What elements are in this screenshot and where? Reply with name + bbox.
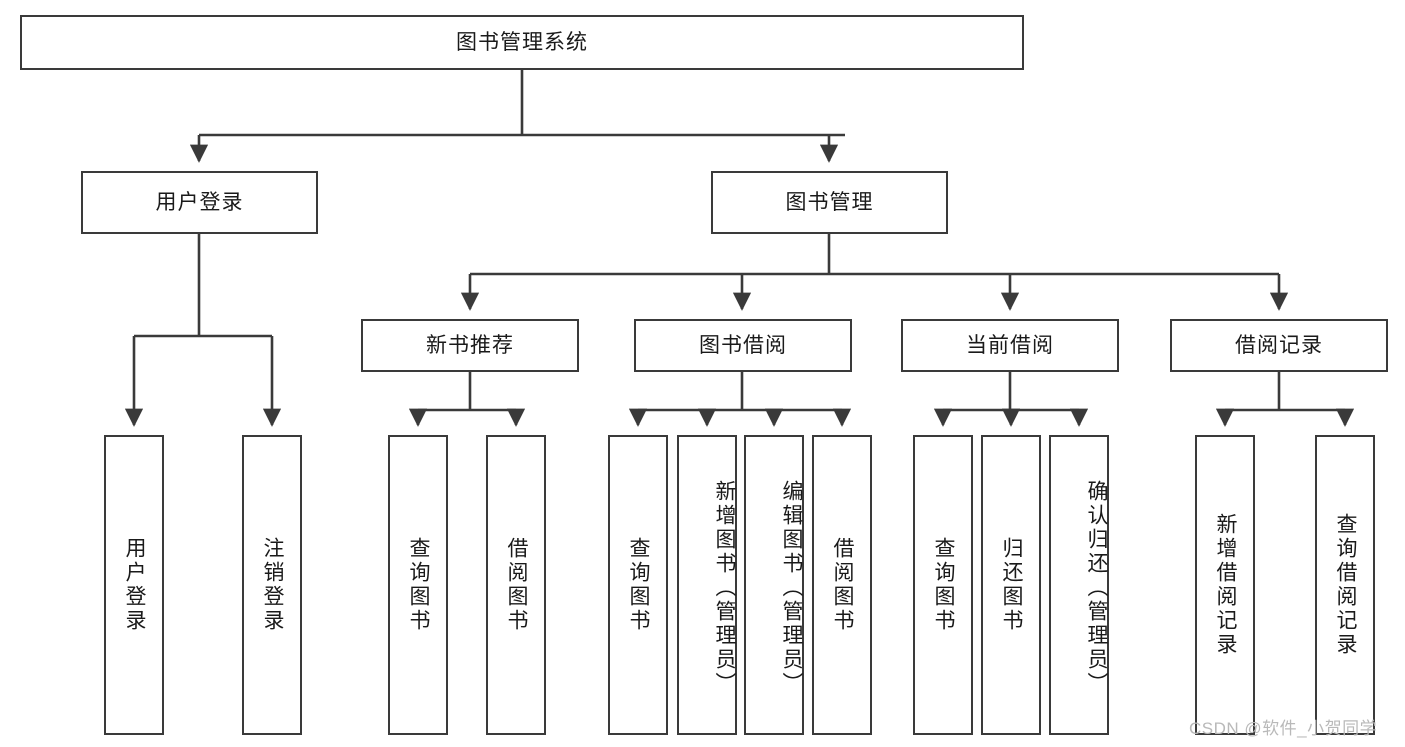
node-leaf-user-login-label: 用户登录 — [123, 537, 147, 633]
node-leaf-query-book-rec-label: 查询图书 — [407, 537, 431, 633]
node-leaf-query-book-borrow-label: 查询图书 — [627, 537, 651, 633]
node-leaf-borrow-book-rec-label: 借阅图书 — [505, 537, 529, 633]
node-leaf-borrow-book[interactable]: 借阅图书 — [812, 435, 872, 735]
node-leaf-user-logout-label: 注销登录 — [261, 537, 285, 633]
node-leaf-edit-book-admin-label: 编辑图书（管理员） — [780, 480, 803, 696]
node-leaf-query-borrow-record[interactable]: 查询借阅记录 — [1315, 435, 1375, 735]
node-leaf-query-book-cur-label: 查询图书 — [932, 537, 956, 633]
node-new-book-recommend-label: 新书推荐 — [426, 333, 514, 357]
node-leaf-confirm-return-admin-label: 确认归还（管理员） — [1085, 480, 1108, 696]
node-current-borrow[interactable]: 当前借阅 — [901, 319, 1119, 372]
node-leaf-return-book-label: 归还图书 — [1000, 537, 1024, 633]
node-user-login[interactable]: 用户登录 — [81, 171, 318, 234]
node-leaf-query-book-borrow[interactable]: 查询图书 — [608, 435, 668, 735]
node-leaf-user-logout[interactable]: 注销登录 — [242, 435, 302, 735]
node-new-book-recommend[interactable]: 新书推荐 — [361, 319, 579, 372]
node-leaf-borrow-book-rec[interactable]: 借阅图书 — [486, 435, 546, 735]
node-book-manage[interactable]: 图书管理 — [711, 171, 948, 234]
node-leaf-borrow-book-label: 借阅图书 — [831, 537, 855, 633]
node-root[interactable]: 图书管理系统 — [20, 15, 1024, 70]
node-leaf-edit-book-admin[interactable]: 编辑图书（管理员） — [744, 435, 804, 735]
node-root-label: 图书管理系统 — [456, 30, 588, 54]
node-leaf-user-login[interactable]: 用户登录 — [104, 435, 164, 735]
node-leaf-return-book[interactable]: 归还图书 — [981, 435, 1041, 735]
node-borrow-record-label: 借阅记录 — [1235, 333, 1323, 357]
node-current-borrow-label: 当前借阅 — [966, 333, 1054, 357]
node-borrow-record[interactable]: 借阅记录 — [1170, 319, 1388, 372]
node-leaf-query-borrow-record-label: 查询借阅记录 — [1334, 513, 1358, 657]
node-leaf-add-book-admin-label: 新增图书（管理员） — [713, 480, 736, 696]
node-leaf-add-borrow-record-label: 新增借阅记录 — [1214, 513, 1238, 657]
node-book-borrow-label: 图书借阅 — [699, 333, 787, 357]
node-user-login-label: 用户登录 — [155, 190, 244, 214]
node-leaf-add-borrow-record[interactable]: 新增借阅记录 — [1195, 435, 1255, 735]
node-book-manage-label: 图书管理 — [785, 190, 874, 214]
node-leaf-query-book-cur[interactable]: 查询图书 — [913, 435, 973, 735]
node-leaf-query-book-rec[interactable]: 查询图书 — [388, 435, 448, 735]
node-leaf-confirm-return-admin[interactable]: 确认归还（管理员） — [1049, 435, 1109, 735]
node-leaf-add-book-admin[interactable]: 新增图书（管理员） — [677, 435, 737, 735]
node-book-borrow[interactable]: 图书借阅 — [634, 319, 852, 372]
